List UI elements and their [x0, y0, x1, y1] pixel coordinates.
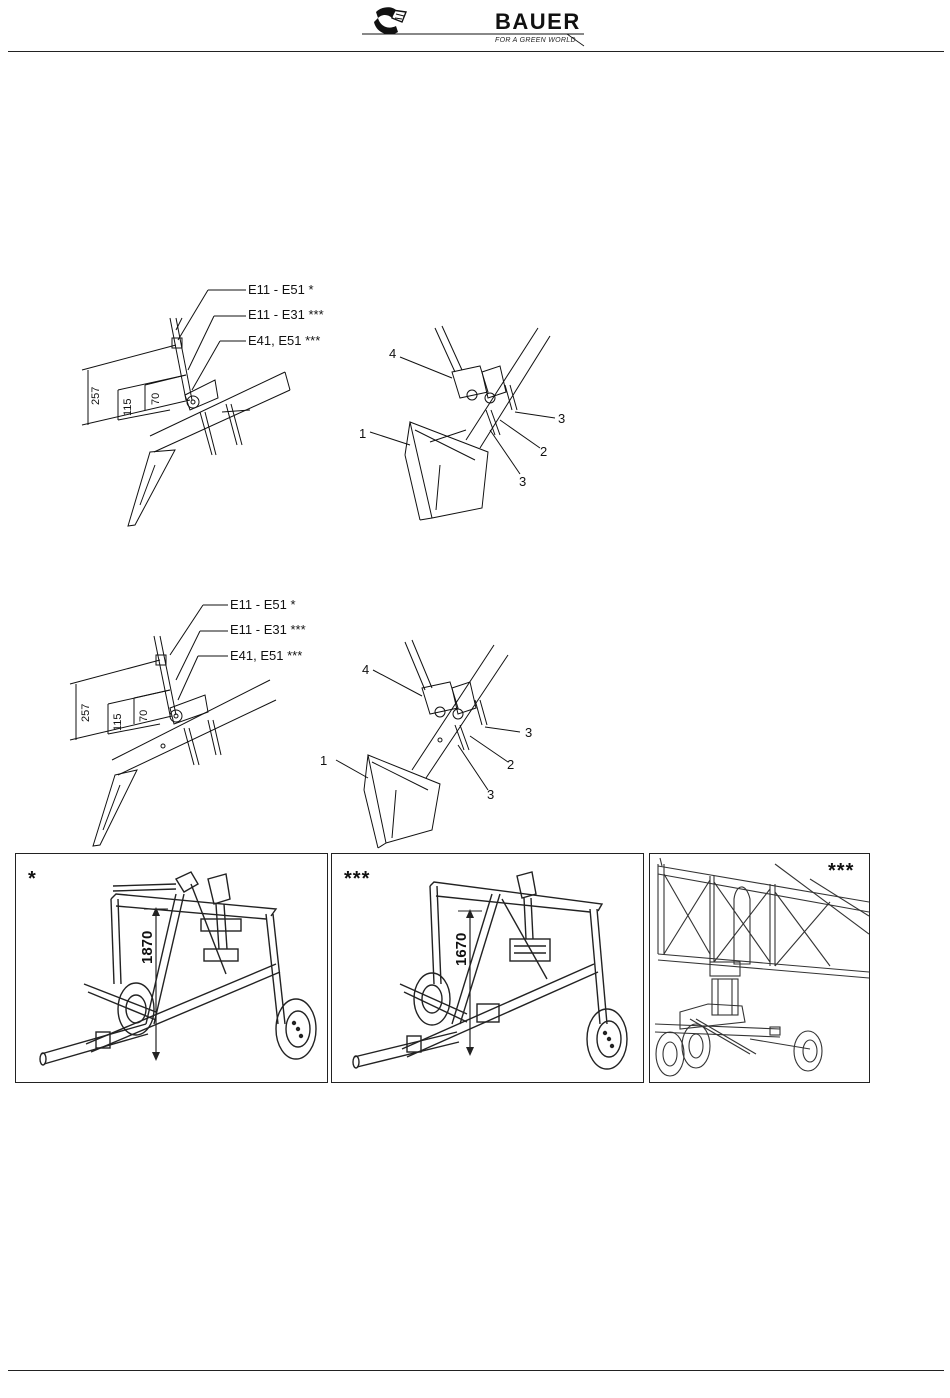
part-number-4b: 4 [362, 662, 369, 677]
tower-illustration-2 [332, 854, 643, 1082]
part-number-1b: 1 [320, 753, 327, 768]
height-dimension: 1670 [453, 933, 470, 966]
part-number-3d: 3 [487, 787, 494, 802]
photo-tower-variant-2: *** [331, 853, 644, 1083]
tower-illustration-1 [16, 854, 327, 1082]
photo-tower-installed: *** [649, 853, 870, 1083]
part-number-3c: 3 [525, 725, 532, 740]
height-dimension: 1870 [139, 931, 156, 964]
footer-divider [8, 1370, 944, 1371]
photo-tower-variant-1: * [15, 853, 328, 1083]
part-number-2b: 2 [507, 757, 514, 772]
tower-illustration-3 [650, 854, 869, 1082]
